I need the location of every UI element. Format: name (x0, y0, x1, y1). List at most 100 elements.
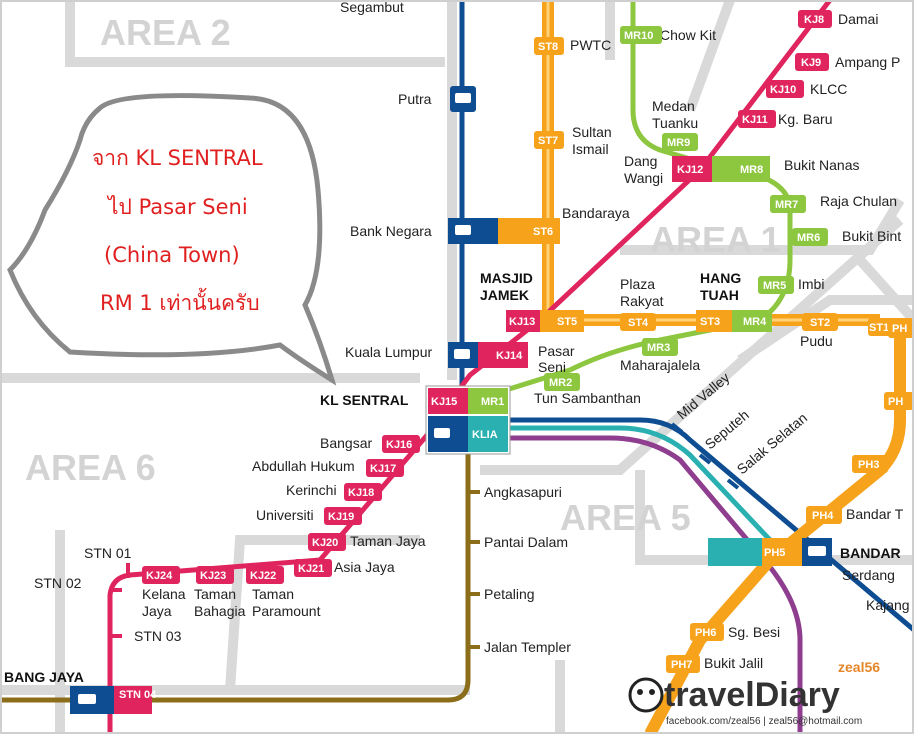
svg-text:KJ11: KJ11 (742, 114, 768, 126)
svg-text:KJ12: KJ12 (677, 164, 703, 176)
interchange-putra (450, 86, 476, 112)
station-kajang: Kajang (866, 597, 910, 613)
svg-text:ST2: ST2 (810, 317, 830, 329)
svg-text:MR5: MR5 (763, 280, 786, 292)
station-dang-wangi-1: Dang (624, 153, 657, 169)
station-kelana-jaya-1: Kelana (142, 586, 186, 602)
station-plaza-rakyat-2: Rakyat (620, 293, 664, 309)
station-sg-besi: Sg. Besi (728, 624, 780, 640)
station-bukit-bintang: Bukit Bint (842, 228, 901, 244)
svg-text:MR10: MR10 (624, 30, 653, 42)
line-monorail (489, 0, 793, 398)
station-maharajalela: Maharajalela (620, 357, 700, 373)
stn-ticks (110, 563, 130, 638)
svg-text:PH: PH (888, 396, 903, 408)
station-kg-baru: Kg. Baru (778, 111, 832, 127)
interchange-bank-negara: ST6 (448, 218, 560, 244)
station-jalan-templer: Jalan Templer (484, 639, 571, 655)
station-klcc: KLCC (810, 81, 847, 97)
station-kl-sentral: KL SENTRAL (320, 392, 409, 408)
station-serdang: Serdang (842, 567, 895, 583)
note-bubble (7, 93, 337, 386)
station-medan-tuanku-1: Medan (652, 98, 695, 114)
station-damai: Damai (838, 11, 878, 27)
svg-text:MR6: MR6 (797, 232, 820, 244)
svg-text:PH3: PH3 (858, 459, 879, 471)
svg-text:KJ19: KJ19 (328, 511, 354, 523)
station-plaza-rakyat-1: Plaza (620, 276, 655, 292)
station-hang-tuah-2: TUAH (700, 287, 739, 303)
station-abdullah-hukum: Abdullah Hukum (252, 458, 355, 474)
station-taman-bahagia-1: Taman (194, 586, 236, 602)
station-bandar-tasik: Bandar T (846, 506, 904, 522)
station-asia-jaya: Asia Jaya (334, 559, 395, 575)
station-dang-wangi-2: Wangi (624, 170, 663, 186)
svg-text:MR1: MR1 (481, 396, 504, 408)
svg-text:MR7: MR7 (775, 199, 798, 211)
svg-text:KJ24: KJ24 (146, 570, 173, 582)
badges-sri-petaling: ST8 ST7 ST1 ST4 ST2 PH PH PH3 PH4 PH6 PH… (534, 37, 914, 673)
svg-text:MR2: MR2 (549, 377, 572, 389)
area-6-label: AREA 6 (25, 447, 156, 488)
ktm-ticks (468, 490, 480, 649)
station-pantai-dalam: Pantai Dalam (484, 534, 568, 550)
interchange-stn04: STN 04 (70, 686, 157, 714)
svg-text:KJ20: KJ20 (312, 537, 338, 549)
svg-text:MR3: MR3 (647, 342, 670, 354)
svg-text:ST5: ST5 (557, 316, 577, 328)
badges-kelana-jaya: KJ8 KJ9 KJ10 KJ11 KJ16 KJ17 KJ18 KJ19 KJ… (142, 10, 832, 584)
station-stn01: STN 01 (84, 545, 132, 561)
svg-text:ST8: ST8 (538, 41, 558, 53)
line-ktm-brown (0, 440, 471, 703)
svg-text:ST3: ST3 (700, 316, 720, 328)
svg-text:MR4: MR4 (743, 316, 767, 328)
svg-text:MR9: MR9 (667, 137, 690, 149)
station-segambut: Segambut (340, 0, 404, 15)
station-angkasapuri: Angkasapuri (484, 484, 562, 500)
svg-text:ST1: ST1 (869, 322, 889, 334)
interchange-pasar-seni: KJ14 (448, 342, 528, 368)
station-masjid-jamek-1: MASJID (480, 270, 533, 286)
svg-text:KJ18: KJ18 (348, 487, 374, 499)
svg-text:PH5: PH5 (764, 547, 785, 559)
watermark-contact: facebook.com/zeal56 | zeal56@hotmail.com (666, 716, 862, 727)
svg-text:KJ23: KJ23 (200, 570, 226, 582)
svg-text:KJ13: KJ13 (509, 316, 535, 328)
station-medan-tuanku-2: Tuanku (652, 115, 698, 131)
line-klia (490, 425, 772, 542)
station-tun-sambanthan: Tun Sambanthan (534, 390, 641, 406)
area-5-label: AREA 5 (560, 497, 691, 538)
svg-text:PH6: PH6 (695, 627, 716, 639)
station-sultan-ismail-2: Ismail (572, 141, 609, 157)
station-petaling: Petaling (484, 586, 535, 602)
station-bangsar: Bangsar (320, 435, 372, 451)
station-mid-valley: Mid Valley (674, 369, 733, 422)
svg-text:KJ17: KJ17 (370, 463, 396, 475)
svg-text:KLIA: KLIA (472, 429, 498, 441)
watermark: travelDiary zeal56 facebook.com/zeal56 |… (628, 659, 880, 727)
station-stn02: STN 02 (34, 575, 82, 591)
svg-text:KJ16: KJ16 (386, 439, 412, 451)
svg-text:ST4: ST4 (628, 317, 649, 329)
ktm-blue-ticks (670, 422, 860, 585)
station-bandaraya: Bandaraya (562, 205, 630, 221)
interchange-bukit-nanas: KJ12 MR8 (672, 156, 770, 182)
svg-text:KJ21: KJ21 (298, 563, 324, 575)
station-taman-paramount-1: Taman (252, 586, 294, 602)
interchange-bandar-tasik-selatan: PH5 (708, 538, 832, 566)
note-line-2: ไป Pasar Seni (106, 195, 248, 219)
interchange-kl-sentral: KJ15 MR1 KLIA (425, 385, 511, 455)
svg-text:KJ22: KJ22 (250, 570, 276, 582)
station-masjid-jamek-2: JAMEK (480, 287, 529, 303)
station-bank-negara: Bank Negara (350, 223, 432, 239)
station-pasar-seni-2: Seni (538, 359, 566, 375)
station-hang-tuah-1: HANG (700, 270, 741, 286)
station-ampang-park: Ampang P (835, 54, 900, 70)
station-bandar: BANDAR (840, 545, 901, 561)
svg-text:KJ14: KJ14 (496, 350, 523, 362)
interchange-masjid-jamek: KJ13 ST5 (506, 310, 584, 332)
station-bukit-jalil: Bukit Jalil (704, 655, 763, 671)
